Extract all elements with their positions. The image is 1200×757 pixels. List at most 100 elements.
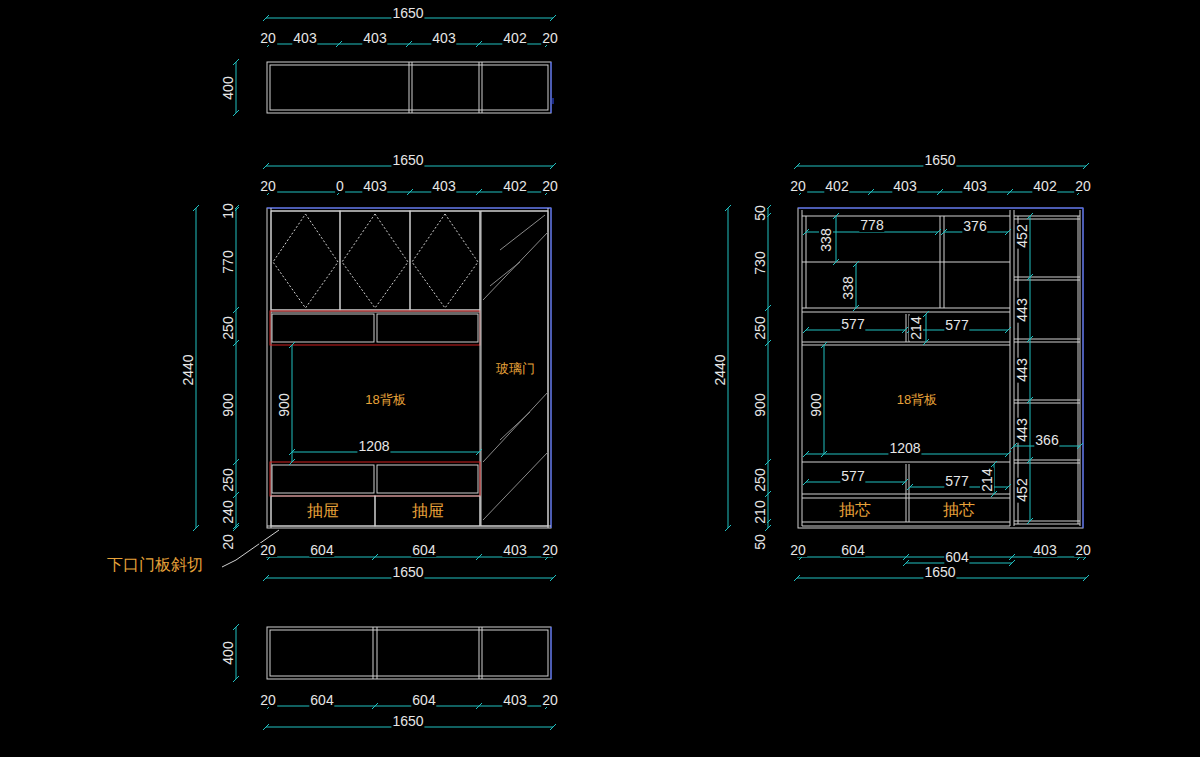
dimension-tick bbox=[550, 163, 556, 169]
dimension-value: 900 bbox=[221, 392, 235, 417]
drawing-line bbox=[377, 627, 378, 679]
drawing-line bbox=[1014, 403, 1080, 404]
dimension-line bbox=[768, 208, 769, 528]
dimension-value: 376 bbox=[962, 219, 987, 233]
dimension-tick bbox=[765, 525, 771, 531]
dimension-value: 402 bbox=[824, 179, 849, 193]
dimension-tick bbox=[803, 229, 809, 235]
dimension-tick bbox=[476, 703, 482, 709]
door-panel bbox=[340, 211, 410, 310]
dimension-tick bbox=[803, 479, 809, 485]
dimension-value: 10 bbox=[221, 202, 235, 220]
dimension-value: 403 bbox=[431, 31, 456, 45]
panel-outline bbox=[272, 465, 374, 493]
dimension-tick bbox=[765, 305, 771, 311]
dimension-tick bbox=[233, 525, 239, 531]
dimension-value: 50 bbox=[753, 533, 767, 551]
dimension-value: 50 bbox=[753, 204, 767, 222]
dimension-tick bbox=[903, 560, 909, 566]
panel-text: 抽芯 bbox=[941, 501, 977, 519]
dimension-value: 577 bbox=[944, 318, 969, 332]
drawing-line bbox=[906, 464, 907, 522]
dimension-value: 403 bbox=[431, 179, 456, 193]
dimension-tick bbox=[1027, 397, 1033, 403]
drawing-line bbox=[1014, 460, 1080, 461]
dimension-tick bbox=[289, 449, 295, 455]
dimension-tick bbox=[868, 189, 874, 195]
dimension-value: 20 bbox=[541, 31, 559, 45]
drawing-line bbox=[373, 627, 374, 679]
dimension-value: 1208 bbox=[357, 439, 390, 453]
dimension-value: 452 bbox=[1015, 223, 1029, 248]
dimension-tick bbox=[263, 15, 269, 21]
panel-outline bbox=[271, 496, 375, 526]
panel-outline bbox=[377, 465, 478, 493]
dimension-value: 402 bbox=[502, 179, 527, 193]
dimension-value: 1650 bbox=[391, 153, 424, 167]
drawing-line bbox=[1014, 521, 1080, 522]
drawing-line bbox=[802, 526, 1010, 527]
door-swing-mark bbox=[412, 214, 478, 308]
dimension-value: 20 bbox=[1074, 179, 1092, 193]
panel-text: 抽芯 bbox=[837, 501, 873, 519]
dimension-value: 20 bbox=[789, 543, 807, 557]
dimension-line bbox=[1030, 216, 1031, 521]
highlight-frame bbox=[270, 311, 480, 345]
dimension-tick bbox=[903, 554, 909, 560]
drawing-line bbox=[802, 262, 1010, 263]
glass-hatch bbox=[483, 232, 548, 300]
dimension-tick bbox=[1011, 443, 1017, 449]
dimension-value: 730 bbox=[753, 250, 767, 275]
dimension-tick bbox=[1027, 457, 1033, 463]
dimension-tick bbox=[476, 449, 482, 455]
dimension-tick bbox=[1027, 518, 1033, 524]
dimension-value: 577 bbox=[840, 317, 865, 331]
dimension-value: 1650 bbox=[391, 714, 424, 728]
drawing-line bbox=[551, 208, 552, 528]
panel-outline bbox=[270, 630, 548, 676]
dimension-tick bbox=[476, 41, 482, 47]
dimension-tick bbox=[853, 305, 859, 311]
panel-region: 18背板 bbox=[826, 370, 1008, 430]
dimension-tick bbox=[765, 340, 771, 346]
dimension-tick bbox=[233, 59, 239, 65]
dimension-tick bbox=[725, 525, 731, 531]
dimension-tick bbox=[907, 484, 913, 490]
door-panel bbox=[410, 211, 480, 310]
dimension-value: 1208 bbox=[888, 441, 921, 455]
drawing-line bbox=[267, 526, 551, 527]
drawing-line bbox=[1010, 210, 1011, 526]
dimension-value: 214 bbox=[909, 315, 923, 340]
dimension-tick bbox=[233, 492, 239, 498]
dimension-tick bbox=[1005, 229, 1011, 235]
panel-region: 18背板 bbox=[292, 370, 479, 430]
leader-line bbox=[222, 530, 279, 567]
dimension-tick bbox=[233, 624, 239, 630]
dimension-tick bbox=[476, 554, 482, 560]
dimension-tick bbox=[1027, 274, 1033, 280]
panel-outline bbox=[377, 314, 478, 342]
dimension-tick bbox=[853, 261, 859, 267]
dimension-value: 20 bbox=[259, 693, 277, 707]
dimension-tick bbox=[833, 259, 839, 265]
panel-region: 抽屉 bbox=[376, 497, 479, 525]
dimension-tick bbox=[803, 327, 809, 333]
drawing-line bbox=[909, 464, 910, 522]
dimension-value: 604 bbox=[309, 693, 334, 707]
drawing-line bbox=[553, 98, 554, 104]
dimension-tick bbox=[902, 327, 908, 333]
dimension-tick bbox=[233, 459, 239, 465]
dimension-value: 604 bbox=[944, 550, 969, 564]
dimension-value: 900 bbox=[753, 392, 767, 417]
dimension-tick bbox=[1009, 560, 1015, 566]
dimension-tick bbox=[233, 307, 239, 313]
drawing-line bbox=[1014, 339, 1080, 340]
dimension-tick bbox=[941, 229, 947, 235]
dimension-tick bbox=[372, 554, 378, 560]
drawing-line bbox=[1078, 216, 1079, 524]
drawing-line bbox=[1083, 208, 1084, 528]
dimension-value: 577 bbox=[840, 469, 865, 483]
dimension-value: 2440 bbox=[181, 353, 195, 386]
dimension-value: 443 bbox=[1015, 297, 1029, 322]
